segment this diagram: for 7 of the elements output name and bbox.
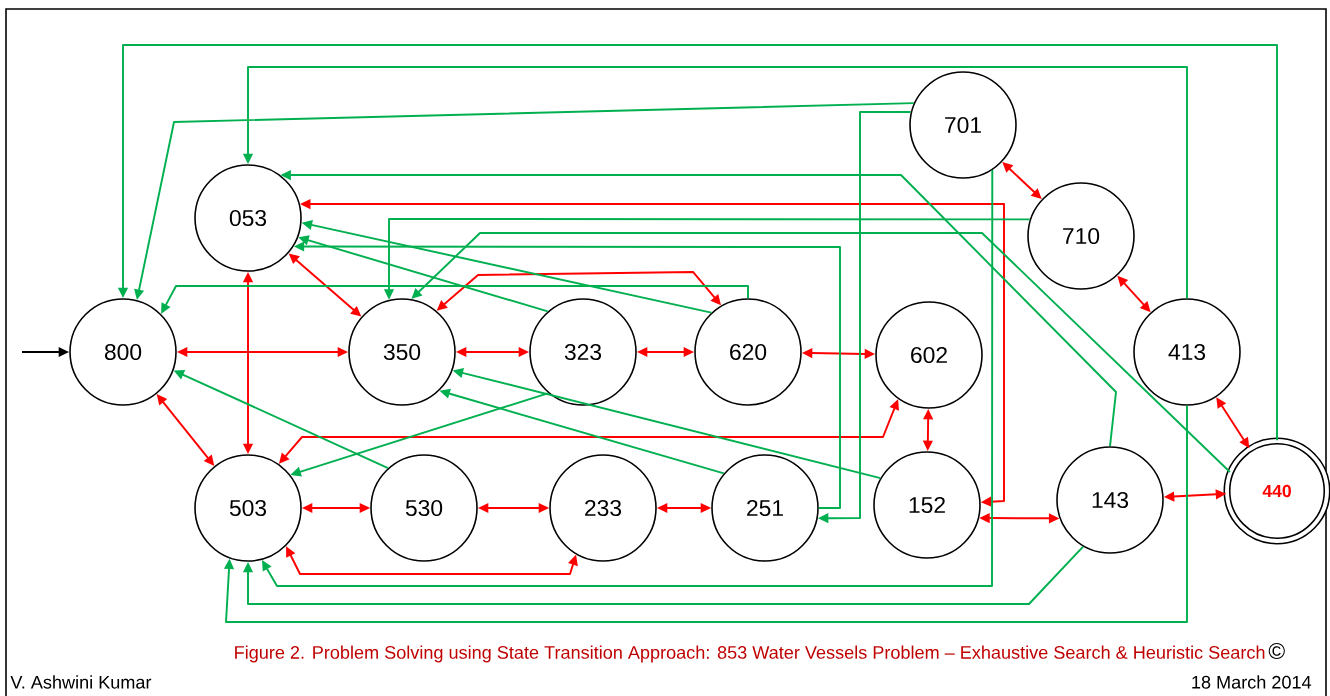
copyright-sign: © [1268, 642, 1285, 660]
arrow [223, 404, 1188, 623]
caption: Figure 2. Problem Solving using State Transition Approach: 853 Water Vessels Problem – Exhaustive Search & Heuristic Search [235, 645, 1265, 663]
author-name: V. Ashwini Kumar [10, 675, 152, 689]
arrow [262, 169, 994, 587]
date: 18 March 2014 [1192, 675, 1312, 689]
arrow [242, 545, 1085, 605]
